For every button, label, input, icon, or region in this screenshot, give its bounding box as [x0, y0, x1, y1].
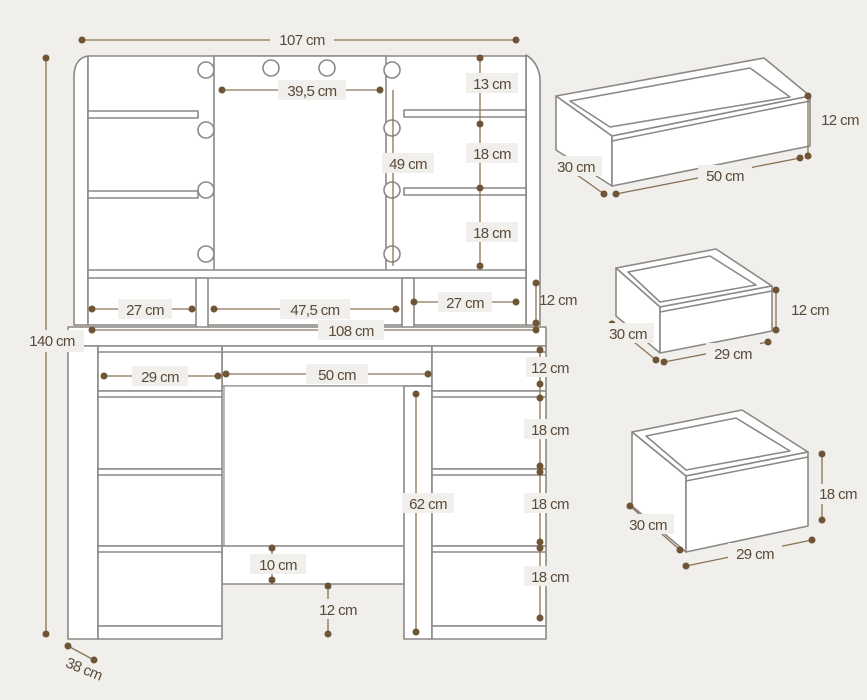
right-shelf-top [403, 109, 527, 118]
label-right-drawer-3: 18 cm [531, 569, 569, 586]
light-bulb [383, 181, 401, 199]
left-drawer-3 [97, 468, 223, 547]
label-side-left: 27 cm [126, 302, 164, 319]
mirror-lights [197, 59, 401, 263]
left-plinth [97, 625, 223, 640]
knee-space-back [223, 385, 419, 547]
label-depth: 38 cm [63, 654, 105, 684]
label-d2-width: 29 cm [714, 346, 752, 363]
drawer-bottom [627, 255, 757, 303]
hutch-left-side [73, 55, 89, 326]
label-d1-height: 12 cm [821, 112, 859, 129]
hutch [73, 54, 541, 329]
left-cabinet [97, 345, 223, 640]
label-mirror-height: 49 cm [389, 156, 427, 173]
light-bulb [197, 181, 215, 199]
light-bulb [197, 245, 215, 263]
left-shelf-top [87, 110, 199, 119]
drawer-illustration-tall [631, 409, 809, 553]
right-shelf-middle [403, 187, 527, 196]
desk-left-side [67, 345, 99, 640]
drawer-front [685, 451, 809, 553]
riser-post-left [195, 277, 209, 329]
label-d2-height: 12 cm [791, 302, 829, 319]
light-bulb [197, 121, 215, 139]
left-drawer-2 [97, 390, 223, 470]
label-center-gap: 47,5 cm [290, 302, 339, 319]
drawer-bottom [569, 67, 791, 128]
label-panel-12: 12 cm [319, 602, 357, 619]
label-d3-width: 29 cm [736, 546, 774, 563]
left-shelf-middle [87, 190, 199, 199]
dimension-labels: 107 cm 39,5 cm 13 cm 49 cm 18 cm 18 cm 2… [22, 28, 867, 684]
light-bulb [318, 59, 336, 77]
drawer-front [659, 285, 773, 354]
light-bulb [383, 61, 401, 79]
hutch-bottom-shelf [87, 269, 527, 279]
label-desk-width: 108 cm [328, 323, 374, 340]
label-mirror-width: 39,5 cm [287, 83, 336, 100]
label-d3-height: 18 cm [819, 486, 857, 503]
label-total-width: 107 cm [279, 32, 325, 49]
drawer-front [611, 95, 811, 187]
label-d3-depth: 30 cm [629, 517, 667, 534]
drawer-handle [611, 100, 811, 142]
label-top-shelf: 13 cm [473, 76, 511, 93]
label-right-drawer-1: 18 cm [531, 422, 569, 439]
label-right-top-drawer: 12 cm [531, 360, 569, 377]
label-d1-width: 50 cm [706, 168, 744, 185]
hutch-right-side [525, 54, 541, 326]
label-panel-10: 10 cm [259, 557, 297, 574]
right-plinth [431, 625, 547, 640]
label-riser: 12 cm [539, 292, 577, 309]
label-d1-depth: 30 cm [557, 159, 595, 176]
label-side-right: 27 cm [446, 295, 484, 312]
label-center-drawer-width: 50 cm [318, 367, 356, 384]
drawer-handle [659, 290, 773, 313]
label-d2-depth: 30 cm [609, 326, 647, 343]
drawer-handle [685, 456, 809, 482]
light-bulb [262, 59, 280, 77]
light-bulb [197, 61, 215, 79]
drawer-bottom [645, 417, 791, 471]
label-shelf-low: 18 cm [473, 225, 511, 242]
label-left-drawer-width: 29 cm [141, 369, 179, 386]
modesty-panel [221, 545, 433, 585]
label-shelf-mid: 18 cm [473, 146, 511, 163]
right-cabinet [431, 345, 547, 640]
label-total-height: 140 cm [29, 333, 75, 350]
light-bulb [383, 245, 401, 263]
label-right-drawer-2: 18 cm [531, 496, 569, 513]
label-knee-height: 62 cm [409, 496, 447, 513]
left-drawer-4 [97, 545, 223, 627]
light-bulb [383, 119, 401, 137]
